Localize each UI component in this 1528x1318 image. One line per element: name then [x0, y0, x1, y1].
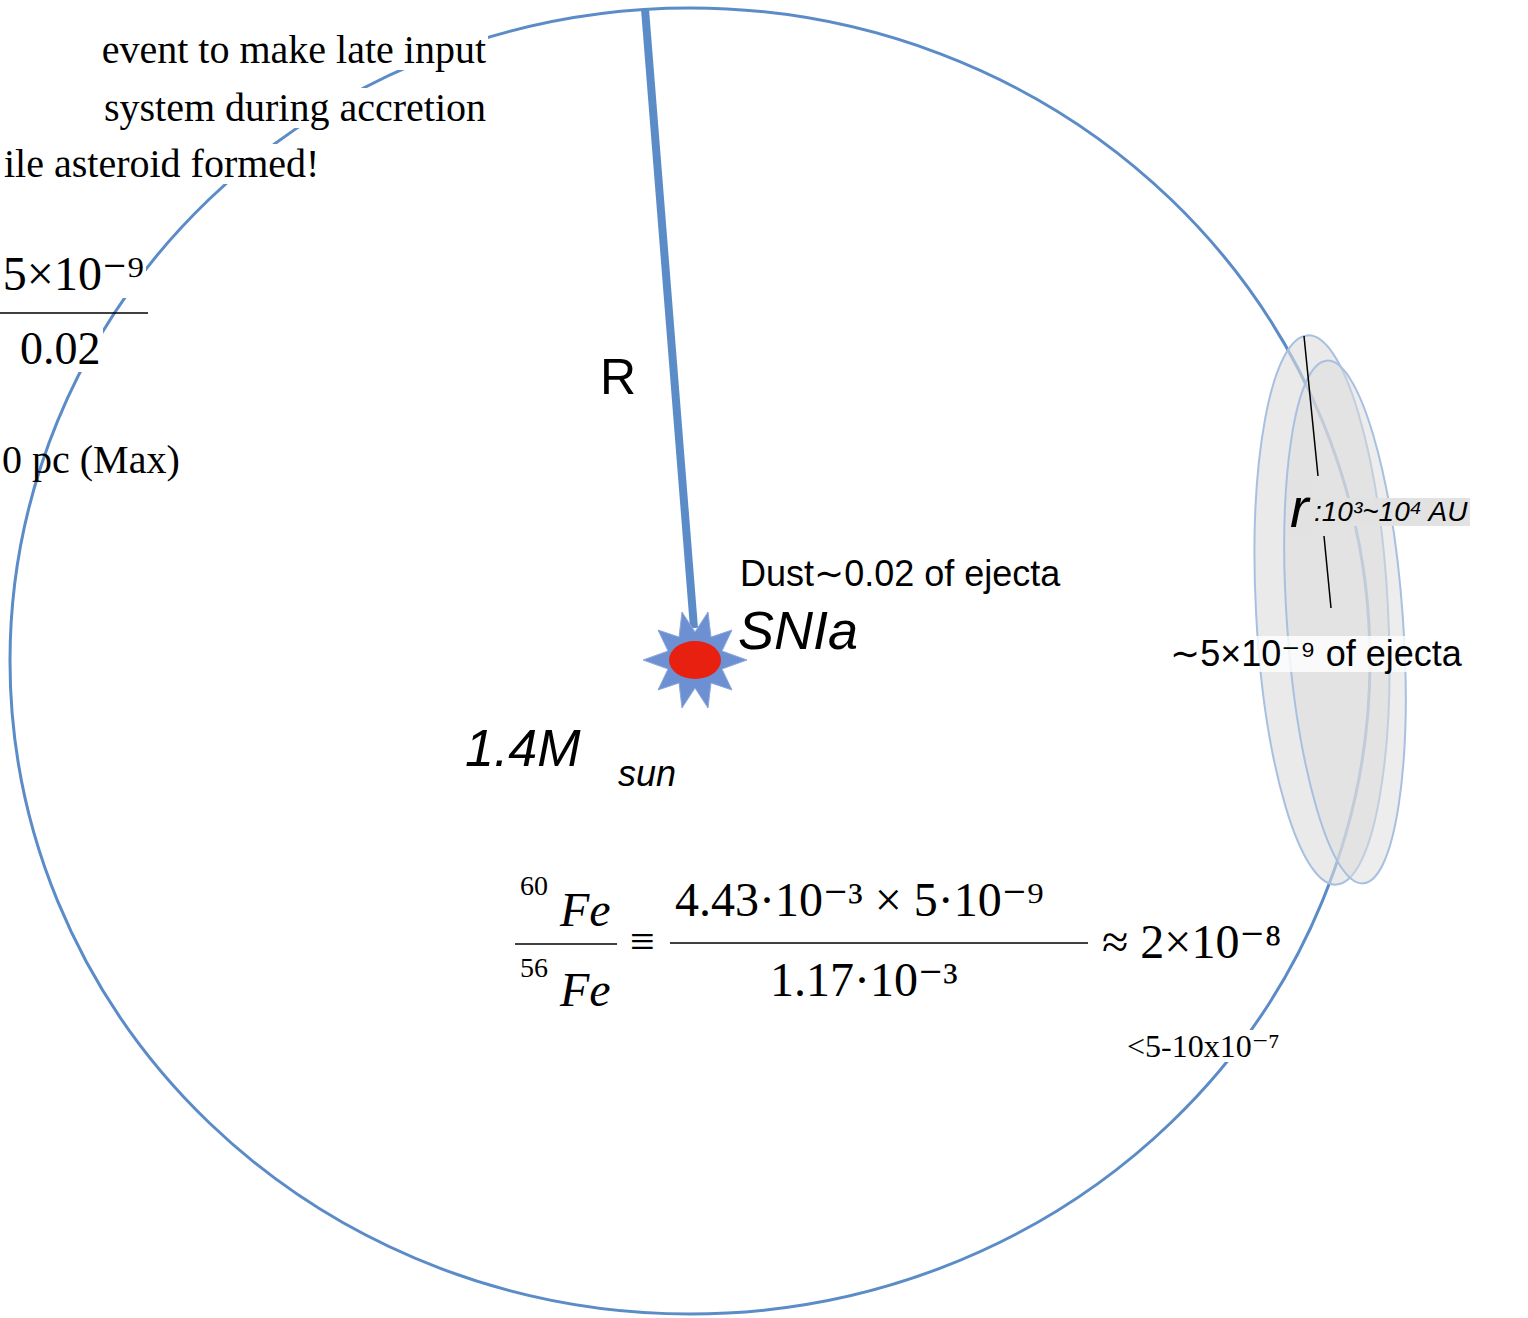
ratio-numerator: 4.43·10⁻³ × 5·10⁻⁹: [675, 876, 1044, 924]
ratio-result: ≈ 2×10⁻⁸: [1100, 918, 1283, 966]
supernova-star: [643, 612, 747, 708]
fraction-bar: [0, 312, 148, 314]
cloud-radius-line: [1324, 536, 1331, 608]
element-symbol: Fe: [560, 966, 611, 1014]
fraction-bar: [515, 943, 617, 945]
radius-label: R: [600, 352, 636, 402]
ratio-denominator: 1.17·10⁻³: [770, 956, 958, 1004]
cloud-radius-value: :10³~10⁴ AU: [1312, 498, 1470, 526]
ejecta-sphere: [10, 8, 1370, 1314]
distance-note: 0 pc (Max): [2, 440, 180, 480]
fraction-denominator: 0.02: [18, 326, 103, 372]
isotope-number: 60: [520, 872, 548, 900]
isotope-number: 56: [520, 954, 548, 982]
mass-label: 1.4M: [465, 722, 581, 774]
equiv-sign: ≡: [630, 920, 655, 964]
mass-subscript: sun: [618, 756, 676, 792]
radius-line: [645, 9, 694, 628]
supernova-core: [669, 641, 721, 679]
upper-limit: <5-10x10⁻⁷: [1125, 1030, 1282, 1062]
cloud-radius-label: r: [1288, 480, 1311, 536]
fraction-note: ∼5×10⁻⁹ of ejecta: [1168, 636, 1464, 672]
dust-note: Dust∼0.02 of ejecta: [740, 556, 1060, 592]
cloud-radius-line: [1304, 336, 1318, 476]
supernova-label: SNIa: [738, 603, 858, 657]
fraction-bar: [670, 942, 1088, 944]
fraction-numerator: 5×10⁻⁹: [1, 250, 146, 298]
note-text: ile asteroid formed!: [2, 144, 321, 184]
note-text: event to make late input: [100, 30, 488, 70]
cloud-ellipse: [1269, 357, 1421, 888]
note-text: system during accretion: [102, 88, 488, 128]
element-symbol: Fe: [560, 886, 611, 934]
